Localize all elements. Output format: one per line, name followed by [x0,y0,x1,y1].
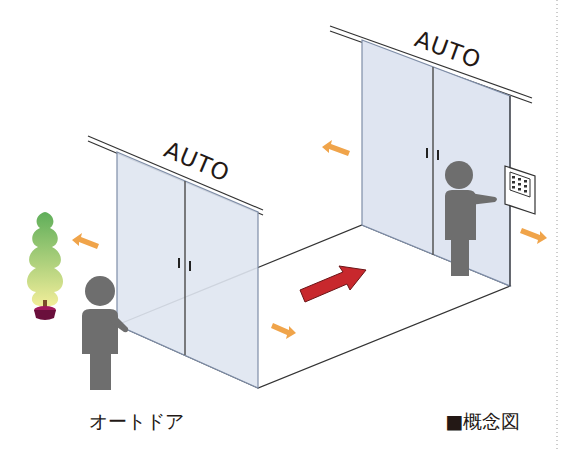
person-left [82,276,128,390]
right-door [330,26,532,286]
person-right [445,161,497,276]
plant [27,212,63,320]
border-dots [557,0,558,450]
caption-label: オートドア [89,412,184,431]
direction-arrow [300,266,366,302]
door-open-arrows [72,140,547,339]
keypad [505,166,535,214]
note-label: ■概念図 [446,412,521,431]
